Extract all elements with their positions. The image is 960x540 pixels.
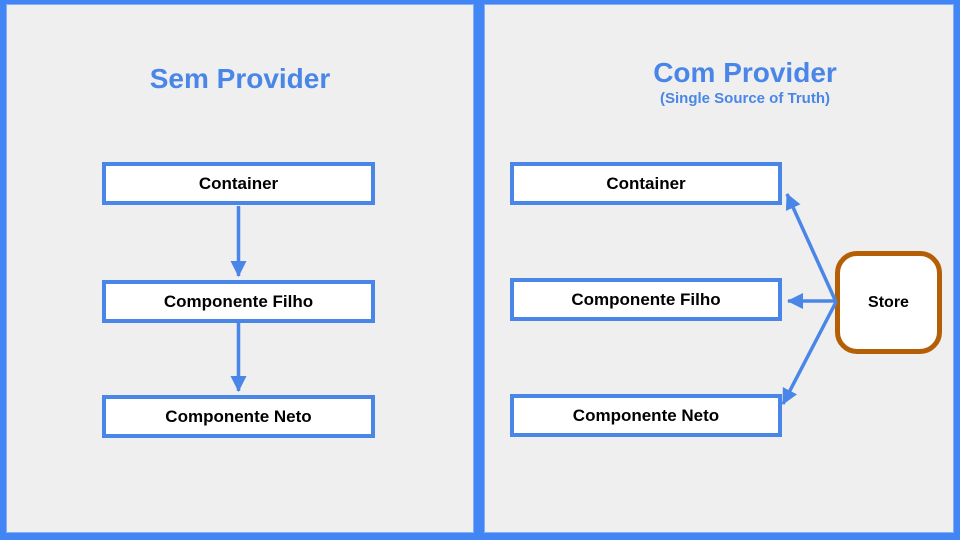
panel-com-provider: Com Provider (Single Source of Truth) Co… (485, 5, 953, 532)
node-label: Container (606, 173, 686, 193)
right-panel-title: Com Provider (653, 57, 837, 88)
arrow-store-to-container (785, 193, 838, 303)
node-componente-filho-left: Componente Filho (102, 280, 375, 323)
right-panel-subtitle: (Single Source of Truth) (659, 90, 830, 107)
node-label: Componente Filho (163, 291, 314, 311)
node-componente-neto-right: Componente Neto (510, 394, 782, 437)
node-container-left: Container (102, 162, 375, 205)
node-label: Container (198, 173, 279, 193)
node-container-right: Container (510, 162, 782, 205)
arrow-store-to-neto (781, 301, 838, 405)
panel-sem-provider: Sem Provider Container Componente Filho … (7, 5, 473, 532)
right-panel-title-block: Com Provider (Single Source of Truth) (511, 57, 960, 109)
node-componente-neto-left: Componente Neto (102, 395, 375, 438)
store-node: Store (835, 251, 942, 354)
node-label: Componente Neto (165, 406, 312, 426)
left-panel-title: Sem Provider (149, 63, 331, 94)
store-label: Store (868, 293, 909, 311)
node-componente-filho-right: Componente Filho (510, 278, 782, 321)
node-label: Componente Filho (571, 289, 721, 309)
node-label: Componente Neto (572, 405, 720, 425)
